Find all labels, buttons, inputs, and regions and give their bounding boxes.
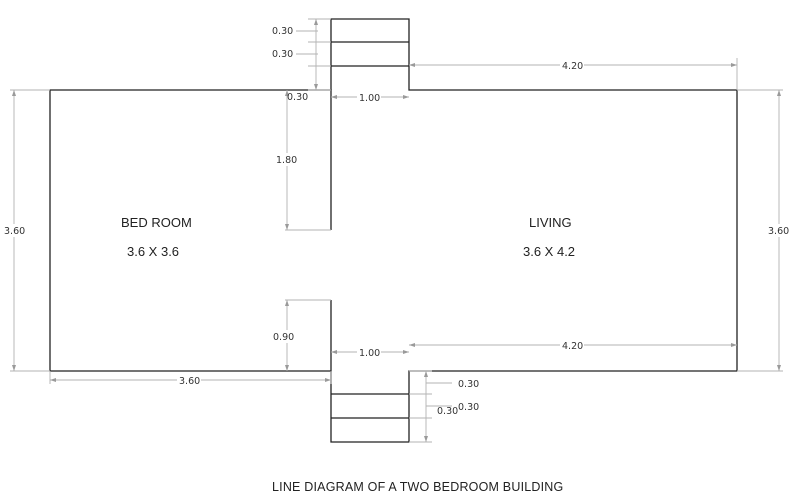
building-walls (49, 18, 738, 443)
dimension-arrows (12, 19, 781, 442)
living-name: LIVING (529, 215, 572, 230)
dim-living-width-top: 4.20 (562, 61, 583, 72)
dim-step-top-3: 0.30 (287, 92, 308, 103)
diagram-caption: LINE DIAGRAM OF A TWO BEDROOM BUILDING (272, 480, 563, 494)
dim-step-top-2: 0.30 (272, 49, 293, 60)
dim-wall-lower: 0.90 (273, 332, 294, 343)
dimension-lines (10, 18, 783, 443)
living-size: 3.6 X 4.2 (523, 244, 575, 259)
dim-living-width-bottom: 4.20 (562, 341, 583, 352)
dim-door-top: 1.00 (359, 93, 380, 104)
passage-wall-living (330, 18, 738, 443)
dim-bedroom-width: 3.60 (179, 376, 200, 387)
dim-step-bottom-3: 0.30 (437, 406, 458, 417)
bedroom-size: 3.6 X 3.6 (127, 244, 179, 259)
outer-wall (49, 89, 332, 372)
dim-right-height: 3.60 (768, 226, 789, 237)
dim-step-top-1: 0.30 (272, 26, 293, 37)
dim-door-bottom: 1.00 (359, 348, 380, 359)
dimension-labels: 0.30 0.30 0.30 4.20 1.00 1.80 3.60 3.60 … (2, 26, 790, 417)
room-labels: BED ROOM 3.6 X 3.6 LIVING 3.6 X 4.2 (121, 215, 575, 259)
dim-step-bottom-1: 0.30 (458, 379, 479, 390)
bedroom-name: BED ROOM (121, 215, 192, 230)
dim-wall-upper: 1.80 (276, 155, 297, 166)
dim-step-bottom-2: 0.30 (458, 402, 479, 413)
dim-left-height: 3.60 (4, 226, 25, 237)
